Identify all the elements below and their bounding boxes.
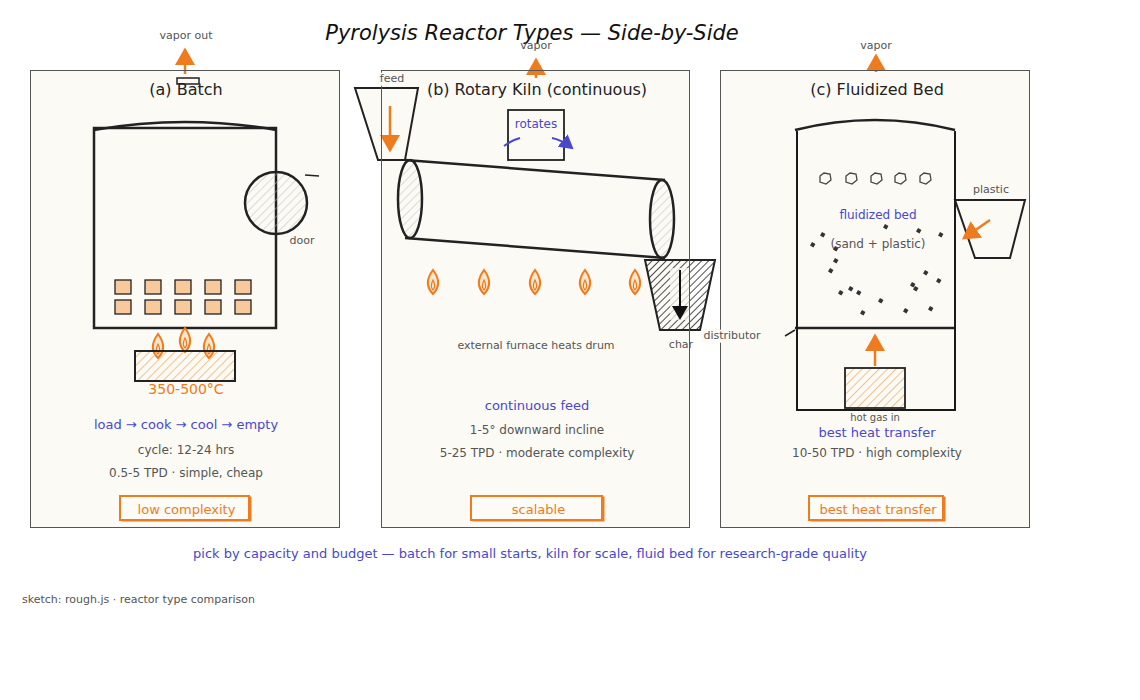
- motion-label: rotates: [515, 118, 557, 132]
- vapor-label: vapor: [520, 40, 552, 53]
- badge-text: best heat transfer: [819, 503, 936, 518]
- summary-badge: scalable: [470, 495, 603, 521]
- panel-note: fluidized bed: [839, 209, 916, 223]
- part-label: door: [290, 235, 315, 248]
- panel-heading: (a) Batch: [149, 81, 222, 99]
- feed-label: feed: [378, 73, 406, 86]
- reactor-panel: (a) Batch load → cook → cool → empty cycle…: [30, 70, 340, 528]
- panel-note: continuous feed: [485, 399, 589, 414]
- panel-heading: (c) Fluidized Bed: [810, 81, 944, 99]
- reactor-panel: (b) Rotary Kiln (continuous) continuous f…: [381, 70, 690, 528]
- temperature-label: 350-500°C: [148, 381, 223, 397]
- badge-text: scalable: [512, 503, 565, 518]
- panel-note: cycle: 12-24 hrs: [138, 444, 234, 458]
- panel-heading: (b) Rotary Kiln (continuous): [427, 81, 647, 99]
- panel-note: (sand + plastic): [830, 238, 925, 252]
- input-label: hot gas in: [848, 412, 902, 424]
- output-label: char: [669, 339, 693, 352]
- vapor-label: vapor: [860, 40, 892, 53]
- footer-note: sketch: rough.js · reactor type comparis…: [22, 594, 255, 607]
- diagram-caption: pick by capacity and budget — batch for …: [193, 547, 867, 562]
- feed-label: plastic: [973, 184, 1009, 197]
- part-label: distributor: [701, 330, 762, 343]
- summary-badge: low complexity: [119, 495, 250, 521]
- badge-text: low complexity: [138, 503, 236, 518]
- panel-note: 5-25 TPD · moderate complexity: [440, 447, 635, 461]
- panel-note: 1-5° downward incline: [470, 424, 604, 438]
- panel-note: 10-50 TPD · high complexity: [792, 447, 962, 461]
- vapor-label: vapor out: [160, 30, 213, 43]
- part-label: external furnace heats drum: [457, 340, 614, 353]
- panel-note: 0.5-5 TPD · simple, cheap: [109, 467, 263, 481]
- panel-note: best heat transfer: [818, 426, 935, 441]
- reactor-panel: (c) Fluidized Bed best heat transfer 10-50…: [720, 70, 1030, 528]
- summary-badge: best heat transfer: [808, 495, 944, 521]
- reactor-vessel: fluidized bed (sand + plastic): [796, 131, 956, 411]
- panel-note: load → cook → cool → empty: [94, 418, 278, 433]
